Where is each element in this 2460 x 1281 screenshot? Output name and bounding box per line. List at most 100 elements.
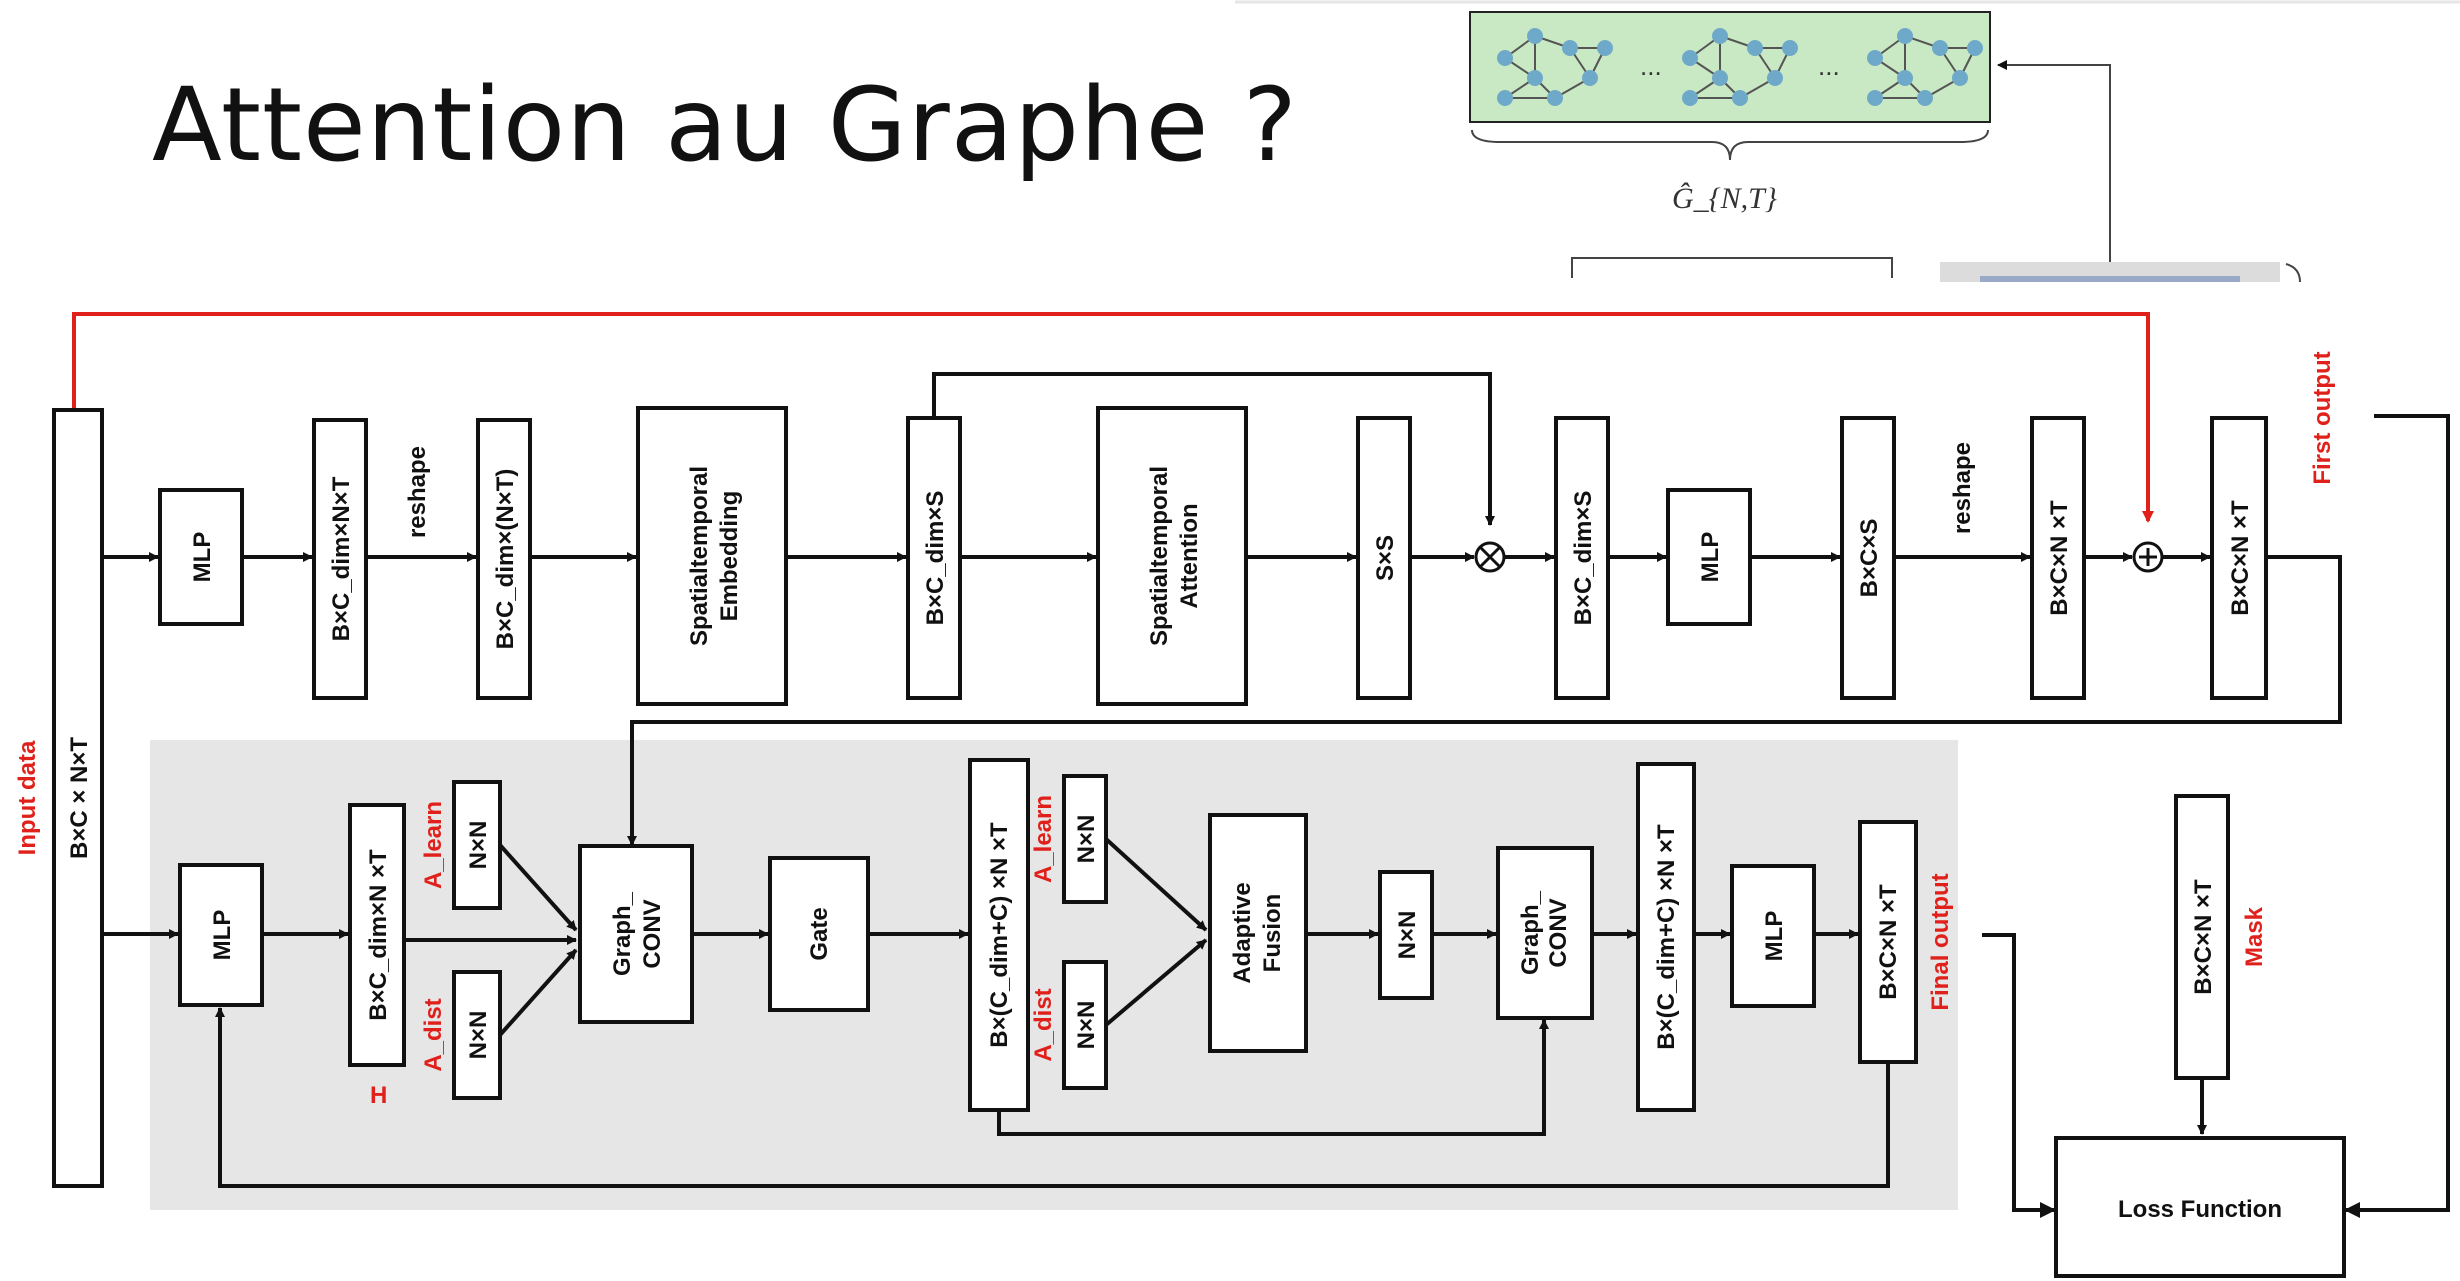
- a-learn-label-1: A_learn: [420, 801, 447, 889]
- svg-text:B×(C_dim+C) ×N ×T: B×(C_dim+C) ×N ×T: [1653, 824, 1680, 1050]
- svg-text:Spatialtemporal: Spatialtemporal: [1146, 466, 1173, 646]
- tensor-b-cdim-s-mid: B×C_dim×S: [1554, 416, 1610, 700]
- graph-node: [1782, 40, 1798, 56]
- svg-text:B×C×S: B×C×S: [1856, 519, 1883, 598]
- final-output-label: Final output: [1927, 873, 1954, 1010]
- tensor-h: B×C_dim×N ×T: [348, 803, 406, 1067]
- svg-text:B×C_dim×N ×T: B×C_dim×N ×T: [365, 849, 392, 1021]
- a-learn-matrix-2: N×N: [1062, 774, 1108, 904]
- tensor-mask: B×C×N ×T: [2174, 794, 2230, 1080]
- spatialtemporal-embedding-node: Spatialtemporal Embedding: [636, 406, 788, 706]
- tensor-b-cdim-nt: B×C_dim×(N×T): [476, 418, 532, 700]
- reshape-label-1: reshape: [404, 446, 431, 538]
- graph-ellipsis-1: ...: [1640, 51, 1662, 81]
- tensor-concat: B×(C_dim+C) ×N ×T: [968, 758, 1030, 1112]
- loss-function-node: Loss Function: [2054, 1136, 2346, 1278]
- skip-connection-attention: [932, 372, 1495, 526]
- multiply-operator: [1474, 541, 1506, 573]
- a-dist-matrix-1: N×N: [452, 970, 502, 1100]
- mlp-node-bottom-2: MLP: [1730, 864, 1816, 1008]
- svg-text:B×C_dim×(N×T): B×C_dim×(N×T): [492, 469, 519, 650]
- graph-thumbnail-2: [1682, 28, 1798, 106]
- svg-text:Loss Function: Loss Function: [2118, 1196, 2282, 1223]
- first-output-to-loss: [2344, 414, 2450, 1218]
- graph-node: [1527, 28, 1543, 44]
- svg-text:Embedding: Embedding: [716, 491, 743, 622]
- mlp-node-top: MLP: [158, 488, 244, 626]
- fused-nxn-matrix: N×N: [1378, 870, 1434, 1000]
- residual-path: [72, 312, 2154, 523]
- a-dist-label-2: A_dist: [1030, 988, 1057, 1061]
- slide-title: Attention au Graphe ?: [152, 66, 1298, 185]
- svg-text:S×S: S×S: [1372, 535, 1399, 581]
- graph-node: [1497, 90, 1513, 106]
- tensor-first-output: B×C×N ×T: [2210, 416, 2268, 700]
- svg-text:B×C_dim×S: B×C_dim×S: [922, 491, 949, 626]
- graph-node: [1732, 90, 1748, 106]
- a-learn-matrix-1: N×N: [452, 780, 502, 910]
- input-tensor-node: B×C × N×T: [52, 408, 104, 1188]
- tensor-final-output: B×C×N ×T: [1858, 820, 1918, 1064]
- mlp-node-top-2: MLP: [1666, 488, 1752, 626]
- graph-thumbnail-1: [1497, 28, 1613, 106]
- graph-node: [1527, 70, 1543, 86]
- graph-node: [1682, 50, 1698, 66]
- graph-thumbnail-3: [1867, 28, 1983, 106]
- a-dist-matrix-2: N×N: [1062, 960, 1108, 1090]
- svg-text:CONV: CONV: [1545, 898, 1572, 967]
- svg-text:N×N: N×N: [465, 821, 492, 870]
- svg-text:MLP: MLP: [1697, 532, 1724, 583]
- svg-text:Adaptive: Adaptive: [1229, 882, 1256, 983]
- svg-text:B×C_dim×S: B×C_dim×S: [1570, 491, 1597, 626]
- partial-box-right-inner: [1980, 276, 2240, 282]
- graph-node: [1582, 70, 1598, 86]
- graph-strip-brace: [1471, 129, 1989, 161]
- svg-text:B×C×N ×T: B×C×N ×T: [2046, 500, 2073, 616]
- graph-node: [1867, 50, 1883, 66]
- a-dist-label-1: A_dist: [420, 998, 447, 1071]
- svg-text:Graph_: Graph_: [1517, 890, 1544, 975]
- graph-node: [1547, 90, 1563, 106]
- adaptive-fusion-node: Adaptive Fusion: [1208, 813, 1308, 1053]
- partial-brace: [2285, 263, 2301, 283]
- graph-node: [1562, 40, 1578, 56]
- tensor-b-c-s: B×C×S: [1840, 416, 1896, 700]
- concat-to-graphconv-2: [997, 1019, 1549, 1136]
- graph-ellipsis-2: ...: [1818, 51, 1840, 81]
- feedback-loop: [215, 1007, 1890, 1188]
- svg-text:B×C×N ×T: B×C×N ×T: [2227, 500, 2254, 616]
- spatialtemporal-attention-node: Spatialtemporal Attention: [1096, 406, 1248, 706]
- svg-text:Attention: Attention: [1176, 503, 1203, 608]
- graph-strip-feedback-line: [1997, 60, 2111, 278]
- graph-node: [1897, 28, 1913, 44]
- input-data-label: Input data: [14, 740, 41, 855]
- svg-text:N×N: N×N: [1073, 815, 1100, 864]
- graph-node: [1712, 28, 1728, 44]
- svg-text:Fusion: Fusion: [1259, 894, 1286, 973]
- graph-node: [1952, 70, 1968, 86]
- final-output-to-loss: [1982, 933, 2056, 1218]
- first-output-to-graphconv: [627, 555, 2342, 846]
- svg-text:N×N: N×N: [1073, 1001, 1100, 1050]
- graph-node: [1747, 40, 1763, 56]
- svg-text:B×C × N×T: B×C × N×T: [66, 737, 93, 859]
- svg-text:Graph_: Graph_: [609, 891, 636, 976]
- svg-text:B×C_dim×N×T: B×C_dim×N×T: [328, 476, 355, 641]
- graph-node: [1712, 70, 1728, 86]
- tensor-b-cdim-s-top: B×C_dim×S: [906, 416, 962, 700]
- mask-label: Mask: [2241, 906, 2268, 967]
- graph-node: [1967, 40, 1983, 56]
- graph-node: [1497, 50, 1513, 66]
- graph-node: [1932, 40, 1948, 56]
- svg-text:CONV: CONV: [639, 899, 666, 968]
- graph-node: [1682, 90, 1698, 106]
- first-output-label: First output: [2309, 351, 2336, 484]
- add-operator: [2132, 541, 2164, 573]
- graph-node: [1867, 90, 1883, 106]
- a-learn-label-2: A_learn: [1030, 795, 1057, 883]
- graph-conv-node-2: Graph_ CONV: [1496, 846, 1594, 1020]
- svg-text:Gate: Gate: [806, 907, 833, 960]
- svg-text:MLP: MLP: [189, 532, 216, 583]
- graph-strip-label: Ĝ_{N,T}: [1672, 182, 1777, 215]
